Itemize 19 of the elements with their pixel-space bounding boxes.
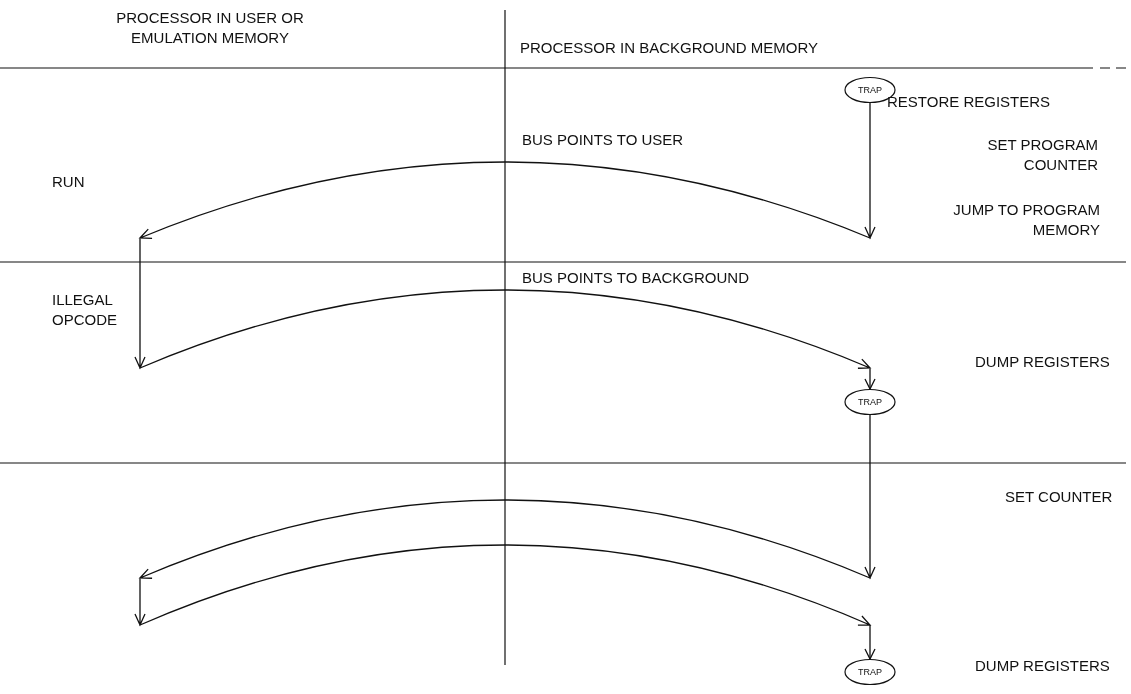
step-label: RUN bbox=[52, 172, 85, 192]
column-heading: PROCESSOR IN USER OR EMULATION MEMORY bbox=[115, 8, 305, 48]
step-label: ILLEGAL OPCODE bbox=[52, 290, 118, 330]
terminal-oval bbox=[843, 658, 897, 686]
column-heading: PROCESSOR IN BACKGROUND MEMORY bbox=[520, 38, 819, 58]
step-label: BUS POINTS TO USER bbox=[522, 130, 684, 150]
terminal-oval bbox=[843, 388, 897, 416]
node-label: TRAP bbox=[857, 396, 883, 409]
step-label: JUMP TO PROGRAM MEMORY bbox=[952, 200, 1100, 240]
step-label: DUMP REGISTERS bbox=[975, 352, 1110, 372]
arrow bbox=[134, 414, 876, 660]
step-label: RESTORE REGISTERS bbox=[887, 92, 1051, 112]
arrow bbox=[134, 102, 876, 390]
node-label: TRAP bbox=[857, 84, 883, 97]
step-label: BUS POINTS TO BACKGROUND bbox=[522, 268, 749, 288]
node-label: TRAP bbox=[857, 666, 883, 679]
step-label: SET PROGRAM COUNTER bbox=[986, 135, 1098, 175]
step-label: DUMP REGISTERS bbox=[975, 656, 1110, 676]
step-label: SET COUNTER bbox=[1005, 487, 1113, 507]
